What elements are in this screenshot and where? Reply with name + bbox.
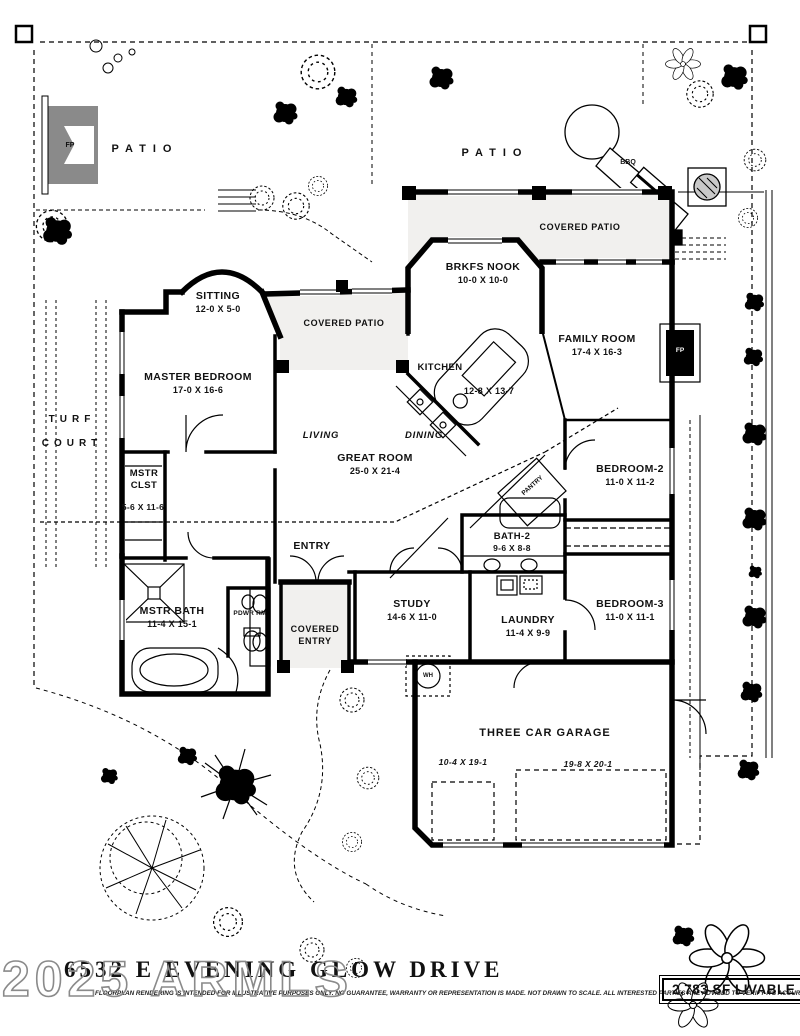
outdoor-fireplace	[41, 95, 98, 195]
sf-livable-badge: 2,783 SF LIVABLE	[659, 975, 800, 1004]
covered-entry-label: COVERED ENTRY	[290, 624, 340, 646]
room-label-family-room: FAMILY ROOM 17-4 X 16-3	[558, 333, 636, 357]
kitchen-dims-label: 12-8 X 13-7	[463, 386, 515, 396]
family-fireplace-label: FP	[675, 347, 685, 354]
bbq-label: BBQ	[620, 159, 636, 166]
disclaimer-text: FLOORPLAN RENDERING IS INTENDED FOR ILLU…	[95, 990, 800, 997]
room-label-bedroom2: BEDROOM-2 11-0 X 11-2	[596, 463, 664, 487]
fixtures	[40, 323, 707, 841]
breakfast-nook-bay	[405, 237, 545, 334]
room-label-mstr-clst: MSTR CLST	[129, 468, 159, 492]
patio-right-label: PATIO	[461, 147, 529, 159]
covered-areas	[264, 192, 672, 668]
room-label-master-bedroom: MASTER BEDROOM 17-0 X 16-6	[144, 371, 252, 395]
sf-livable-text: 2,783 SF LIVABLE	[662, 978, 800, 1001]
garage-bay2-dims: 19-8 X 20-1	[563, 759, 613, 769]
room-label-bath2: BATH-2 9-6 X 8-8	[493, 531, 531, 554]
room-label-mstr-bath: MSTR BATH 11-4 X 15-1	[139, 605, 205, 629]
family-room-fireplace	[666, 330, 694, 376]
lot-boundary	[14, 24, 773, 917]
outdoor-fireplace-label: FP	[65, 142, 75, 149]
living-label: LIVING	[302, 430, 340, 441]
patio-left-label: PATIO	[111, 143, 179, 155]
mstr-clst-dims-label: 5-6 X 11-6	[121, 502, 165, 512]
room-label-brkfs-nook: BRKFS NOOK 10-0 X 10-0	[445, 261, 521, 285]
room-label-great-room: GREAT ROOM 25-0 X 21-4	[337, 452, 413, 476]
address-title: 6532 E EVENING GLOW DRIVE	[64, 957, 504, 982]
water-heater-label: WH	[423, 673, 433, 679]
landscaping-trees	[35, 39, 767, 1031]
room-label-sitting: SITTING 12-0 X 5-0	[195, 290, 241, 314]
room-label-study: STUDY 14-6 X 11-0	[387, 598, 437, 622]
room-label-laundry: LAUNDRY 11-4 X 9-9	[501, 614, 555, 638]
entry-label: ENTRY	[293, 540, 331, 552]
pdwr-rm-label: PDWR RM	[233, 610, 267, 617]
dining-label: DINING	[404, 430, 444, 441]
room-label-kitchen: KITCHEN	[417, 362, 463, 373]
armls-watermark: 2025 ARMLS	[1, 950, 354, 1008]
windows	[118, 188, 676, 850]
garage-bay1-dims: 10-4 X 19-1	[438, 757, 488, 767]
covered-patio-top-label: COVERED PATIO	[539, 222, 621, 232]
patio-columns	[276, 186, 672, 673]
room-label-garage: THREE CAR GARAGE	[479, 727, 611, 739]
room-label-bedroom3: BEDROOM-3 11-0 X 11-1	[596, 598, 664, 622]
covered-patio-mid-label: COVERED PATIO	[303, 318, 385, 328]
turf-court-label: TURF COURT	[41, 414, 103, 449]
